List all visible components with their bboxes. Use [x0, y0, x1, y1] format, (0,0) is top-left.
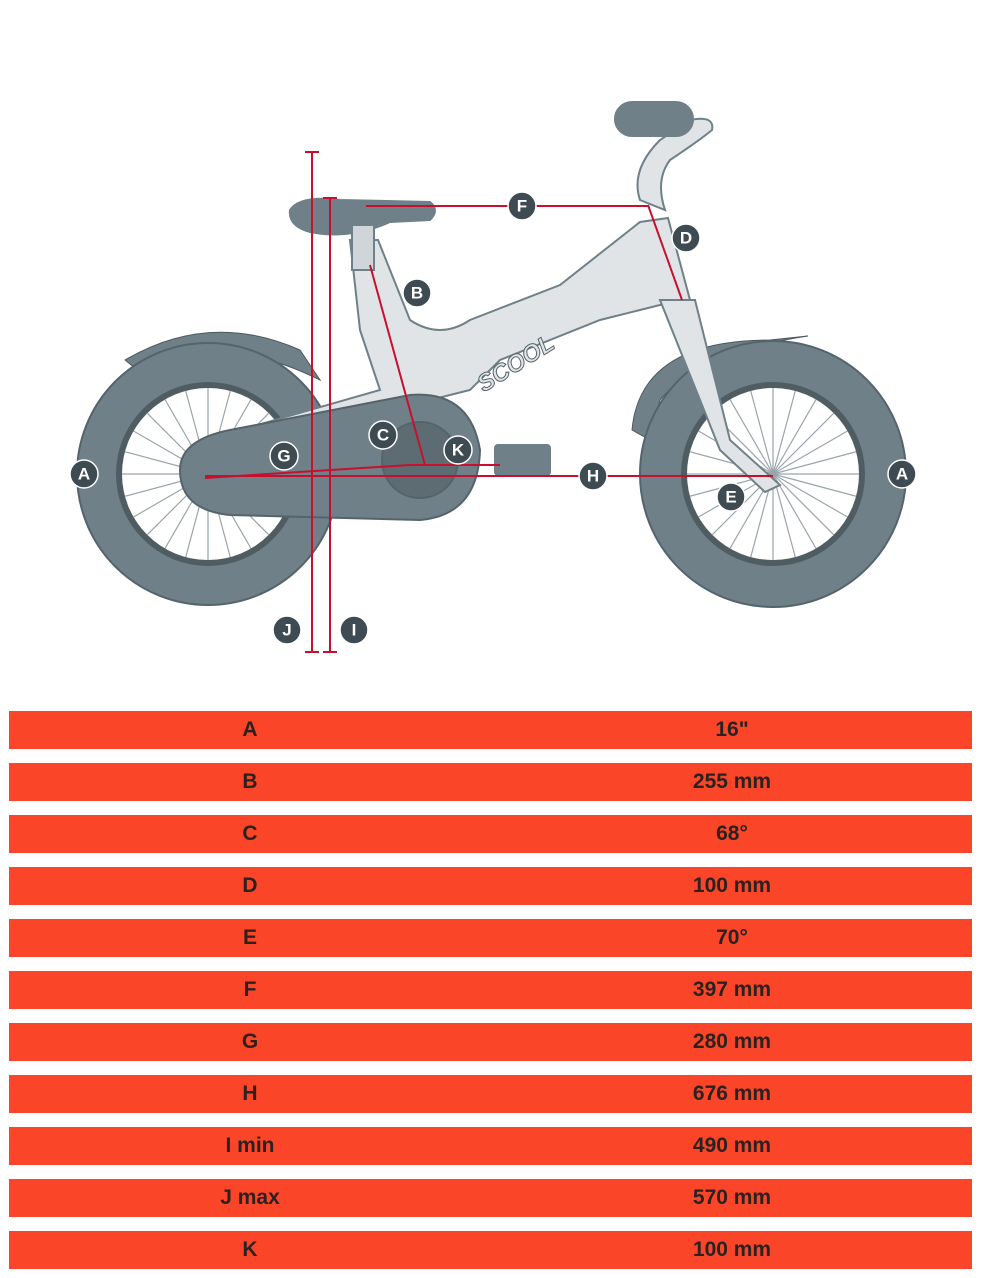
table-row: E 70° [9, 919, 972, 957]
spoke [772, 430, 848, 475]
marker-j: J [272, 615, 302, 645]
spoke [772, 473, 796, 558]
row-value: 280 mm [692, 1030, 772, 1053]
marker-e: E [716, 482, 746, 512]
table-row: C 68° [9, 815, 972, 853]
front-wheel [631, 335, 907, 608]
table-row: J max 570 mm [9, 1179, 972, 1217]
svg-text:I: I [352, 621, 357, 640]
svg-text:C: C [377, 426, 389, 445]
marker-c: C [368, 420, 398, 450]
row-label: F [243, 978, 257, 1001]
svg-text:A: A [896, 465, 908, 484]
table-row: I min 490 mm [9, 1127, 972, 1165]
row-label: H [242, 1082, 258, 1105]
spoke [772, 473, 835, 536]
row-label: A [242, 718, 258, 741]
table-row: K 100 mm [9, 1231, 972, 1269]
table-row: B 255 mm [9, 763, 972, 801]
row-value: 676 mm [692, 1082, 772, 1105]
table-row: A 16" [9, 711, 972, 749]
svg-text:G: G [277, 447, 290, 466]
row-value: 255 mm [692, 770, 772, 793]
spoke [772, 451, 857, 475]
marker-a-front: A [887, 459, 917, 489]
spoke [772, 412, 835, 475]
spoke [772, 399, 817, 475]
row-label: K [242, 1238, 258, 1261]
row-value: 16" [715, 718, 749, 741]
svg-text:F: F [517, 197, 527, 216]
svg-text:D: D [680, 229, 692, 248]
svg-text:J: J [282, 621, 291, 640]
spoke [772, 390, 796, 475]
svg-text:K: K [452, 441, 465, 460]
row-label: E [242, 926, 258, 949]
table-row: H 676 mm [9, 1075, 972, 1113]
row-label: G [241, 1030, 259, 1053]
row-value: 490 mm [692, 1134, 772, 1157]
row-value: 397 mm [692, 978, 772, 1001]
table-row: F 397 mm [9, 971, 972, 1009]
svg-text:E: E [725, 488, 736, 507]
spoke [772, 473, 857, 497]
bike-geometry-diagram: SCOOL A A B C D E F G H I J K [69, 101, 917, 653]
marker-f: F [507, 191, 537, 221]
marker-a-rear: A [69, 459, 99, 489]
spoke [729, 399, 774, 475]
table-row: G 280 mm [9, 1023, 972, 1061]
spoke [772, 473, 848, 518]
marker-h: H [578, 461, 608, 491]
marker-g: G [269, 441, 299, 471]
marker-i: I [339, 615, 369, 645]
row-label: C [242, 822, 258, 845]
svg-text:A: A [78, 465, 90, 484]
svg-text:H: H [587, 467, 599, 486]
row-label: D [242, 874, 258, 897]
row-value: 570 mm [692, 1186, 772, 1209]
spoke [772, 473, 817, 549]
marker-k: K [443, 435, 473, 465]
row-value: 70° [716, 926, 748, 949]
row-label: I min [225, 1134, 275, 1157]
marker-d: D [671, 223, 701, 253]
row-label: B [242, 770, 258, 793]
spoke [750, 390, 774, 475]
row-value: 100 mm [692, 874, 772, 897]
svg-text:B: B [411, 284, 423, 303]
table-row: D 100 mm [9, 867, 972, 905]
marker-b: B [402, 278, 432, 308]
row-label: J max [220, 1186, 280, 1209]
row-value: 68° [716, 822, 748, 845]
row-value: 100 mm [692, 1238, 772, 1261]
dimension-lines [204, 151, 773, 653]
